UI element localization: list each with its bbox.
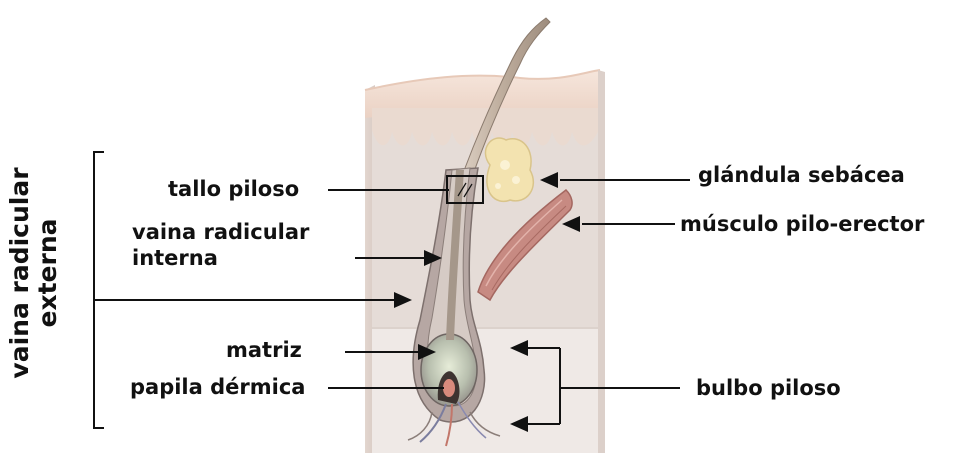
label-inner-root-sheath: vaina radicular interna bbox=[132, 219, 309, 271]
label-inner-root-sheath-line2: interna bbox=[132, 245, 309, 271]
label-hair-shaft: tallo piloso bbox=[168, 176, 299, 202]
sebaceous-gland bbox=[485, 138, 533, 201]
label-matrix: matriz bbox=[226, 337, 302, 363]
label-sebaceous-gland: glándula sebácea bbox=[698, 162, 905, 188]
label-outer-root-sheath-line2: externa bbox=[34, 158, 62, 388]
label-arrector-pili-muscle: músculo pilo-erector bbox=[680, 211, 924, 237]
hypodermis bbox=[372, 328, 598, 453]
label-inner-root-sheath-line1: vaina radicular bbox=[132, 219, 309, 245]
outer-sheath-bracket bbox=[94, 152, 104, 428]
label-hair-bulb: bulbo piloso bbox=[696, 375, 841, 401]
label-outer-root-sheath: vaina radicular externa bbox=[6, 158, 62, 388]
label-outer-root-sheath-line1: vaina radicular bbox=[6, 158, 34, 388]
label-dermal-papilla: papila dérmica bbox=[130, 374, 305, 400]
